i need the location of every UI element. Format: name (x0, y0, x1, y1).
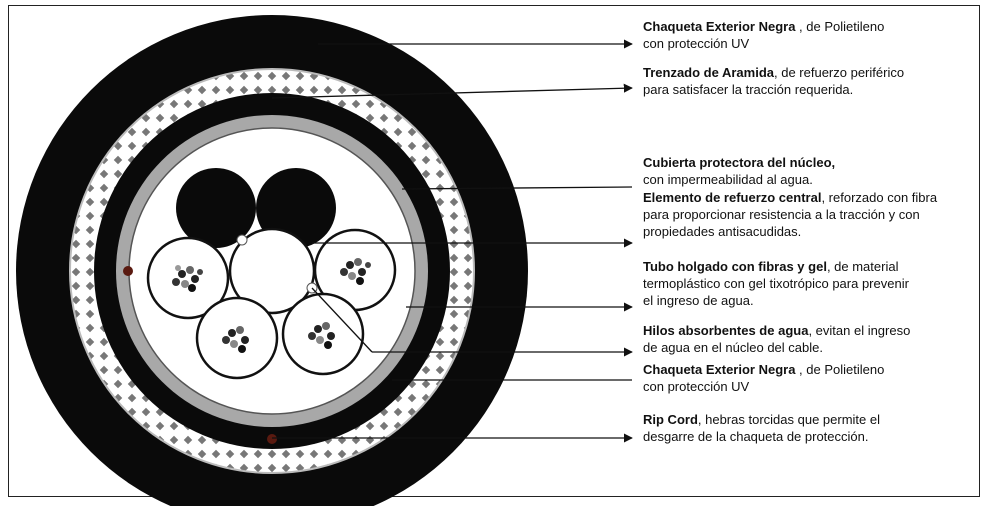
loose-tube-bottom-right (281, 292, 365, 376)
label-central-strength-member: Elemento de refuerzo central, reforzado … (643, 190, 938, 239)
water-absorbent-yarn-1 (236, 234, 248, 246)
label-inner-jacket: Chaqueta Exterior Negra , de Polietileno… (643, 362, 885, 394)
leader-lines (271, 39, 633, 443)
rip-cord-left (123, 266, 133, 276)
water-blocking-element-left (176, 168, 256, 248)
rip-cord-bottom (267, 434, 277, 444)
label-aramid-braid: Trenzado de Aramida, de refuerzo perifér… (643, 65, 905, 97)
label-core-cover: Cubierta protectora del núcleo,con imper… (643, 155, 836, 187)
loose-tube-left (146, 236, 230, 320)
label-loose-tube: Tubo holgado con fibras y gel, de materi… (643, 259, 909, 308)
figure-frame (8, 5, 980, 497)
label-water-absorbent-yarns: Hilos absorbentes de agua, evitan el ing… (643, 323, 911, 355)
label-rip-cord: Rip Cord, hebras torcidas que permite el… (643, 412, 880, 444)
loose-tube-bottom-left (195, 296, 279, 380)
label-outer-jacket: Chaqueta Exterior Negra , de Polietileno… (643, 19, 885, 51)
